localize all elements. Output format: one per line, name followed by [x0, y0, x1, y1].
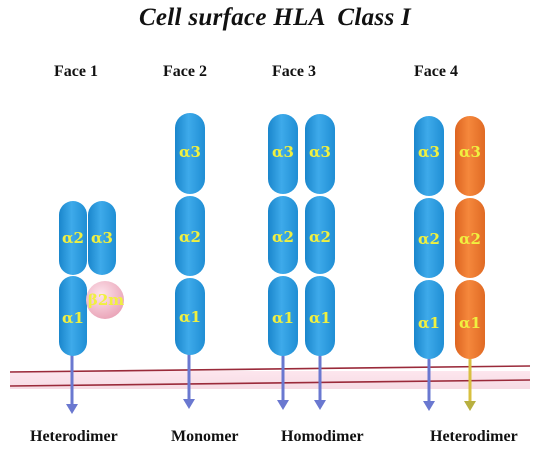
face-2-segment-a1 — [175, 278, 205, 355]
face-3-left-segment-a3 — [268, 114, 298, 194]
face-4-blue-segment-a3 — [414, 116, 444, 196]
beta-2-microglobulin — [86, 281, 124, 319]
face-1-label-a3: α3 — [91, 229, 113, 247]
face-1-type-label: Heterodimer — [30, 428, 118, 445]
face-2-label: Face 2 — [163, 63, 207, 80]
cell-membrane — [9, 365, 531, 389]
face-4-blue-label-a2: α2 — [418, 230, 440, 248]
face-3-right-label-a3: α3 — [309, 143, 331, 161]
face-3-complex: α1 α2 α3 α1 α2 α3 — [268, 114, 335, 410]
face-4-blue-segment-a1 — [414, 280, 444, 359]
membrane-top-line — [9, 365, 531, 373]
face-4-complex: α1 α2 α3 α1 α2 α3 — [414, 116, 485, 411]
face-4-orange-label-a2: α2 — [459, 230, 481, 248]
face-4-orange-segment-a1 — [455, 280, 485, 359]
face-1-chain-2-segment-a3 — [88, 201, 116, 275]
face-4-label: Face 4 — [414, 63, 458, 80]
face-3-right-label-a2: α2 — [309, 228, 331, 246]
face-2-segment-a2 — [175, 196, 205, 276]
face-4-type-label: Heterodimer — [430, 428, 518, 445]
face-1-arrowhead — [66, 404, 78, 414]
face-3-left-arrowhead — [277, 400, 289, 410]
b2m-label: β2m — [88, 291, 124, 309]
face-3-right-segment-a2 — [305, 196, 335, 274]
face-1-chain-1-segment-a2 — [59, 201, 87, 275]
face-4-orange-segment-a3 — [455, 116, 485, 196]
face-4-blue-label-a1: α1 — [418, 314, 440, 332]
face-4-orange-segment-a2 — [455, 198, 485, 278]
face-3-left-label-a3: α3 — [272, 143, 294, 161]
face-3-left-segment-a2 — [268, 196, 298, 274]
face-1-label-a2: α2 — [62, 229, 84, 247]
membrane-fill — [10, 371, 530, 389]
face-3-right-label-a1: α1 — [309, 309, 331, 327]
face-2-arrowhead — [183, 399, 195, 409]
face-3-label: Face 3 — [272, 63, 316, 80]
face-4-orange-label-a1: α1 — [459, 314, 481, 332]
face-3-right-arrowhead — [314, 400, 326, 410]
face-1-label: Face 1 — [54, 63, 98, 80]
membrane-bottom-line — [9, 379, 531, 387]
face-3-left-segment-a1 — [268, 276, 298, 356]
face-4-blue-label-a3: α3 — [418, 143, 440, 161]
face-2-complex: α1 α2 α3 — [175, 113, 205, 409]
face-3-right-segment-a1 — [305, 276, 335, 356]
face-2-type-label: Monomer — [171, 428, 239, 445]
face-1-chain-1-segment-a1 — [59, 276, 87, 356]
face-2-segment-a3 — [175, 113, 205, 194]
face-1-label-a1: α1 — [62, 309, 84, 327]
face-3-type-label: Homodimer — [281, 428, 364, 445]
face-3-left-label-a2: α2 — [272, 228, 294, 246]
face-2-label-a3: α3 — [179, 143, 201, 161]
face-1-complex: α1 α2 α3 β2m — [59, 201, 124, 414]
face-2-label-a2: α2 — [179, 228, 201, 246]
face-4-orange-label-a3: α3 — [459, 143, 481, 161]
face-3-right-segment-a3 — [305, 114, 335, 194]
face-3-left-label-a1: α1 — [272, 309, 294, 327]
face-4-blue-segment-a2 — [414, 198, 444, 278]
face-4-blue-arrowhead — [423, 401, 435, 411]
diagram-title: Cell surface HLA Class I — [138, 4, 412, 31]
face-2-label-a1: α1 — [179, 308, 201, 326]
face-4-orange-arrowhead — [464, 401, 476, 411]
